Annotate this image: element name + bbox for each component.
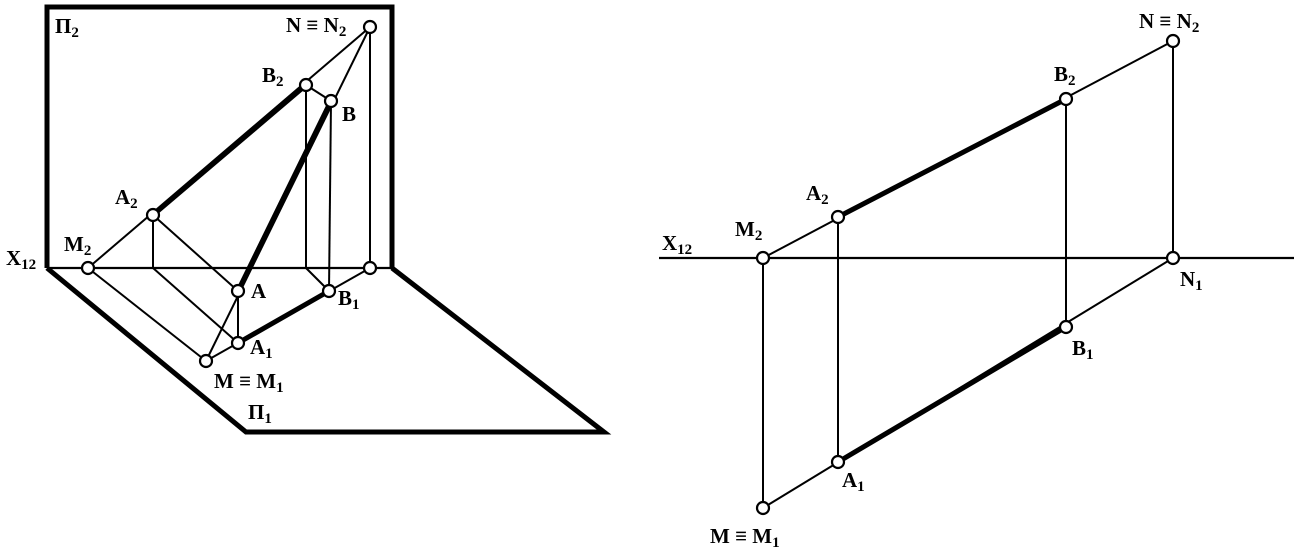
- point-b2-left: [298, 77, 314, 93]
- label-b2-right: B2: [1054, 62, 1076, 89]
- segment-ab-left: [151, 83, 334, 346]
- point-b1-left: [321, 283, 337, 299]
- plane-pi1-frame: [45, 266, 612, 435]
- segment-ab-right: [836, 96, 1068, 465]
- point-m-m1-left: [198, 353, 214, 369]
- construction-lines-left: [87, 26, 371, 362]
- label-a2-right: A2: [806, 181, 829, 208]
- point-n1-right: [1165, 250, 1181, 266]
- point-a-left: [230, 283, 246, 299]
- label-a1-left: A1: [250, 335, 273, 362]
- construction-lines-right: [762, 40, 1174, 509]
- label-b1-right: B1: [1072, 336, 1094, 363]
- point-m2-right: [755, 250, 771, 266]
- label-pi2: Π2: [55, 14, 79, 41]
- label-n1-right: N1: [1180, 267, 1203, 294]
- label-m-m1-right: M ≡ M1: [710, 524, 780, 551]
- point-m2-left: [80, 260, 96, 276]
- label-x12-left: X12: [6, 246, 36, 273]
- label-b1-left: B1: [338, 286, 360, 313]
- label-a-left: A: [251, 279, 267, 303]
- label-n-n2-left: N ≡ N2: [286, 13, 346, 40]
- point-a1-right: [830, 454, 846, 470]
- point-b2-right: [1058, 91, 1074, 107]
- point-n-n2-left: [362, 19, 378, 35]
- label-pi1: Π1: [248, 400, 272, 427]
- point-n-n2-right: [1165, 33, 1181, 49]
- label-a1-right: A1: [842, 468, 865, 495]
- point-b1-right: [1058, 319, 1074, 335]
- label-m2-right: M2: [735, 217, 762, 244]
- point-a2-left: [145, 207, 161, 223]
- label-a2-left: A2: [115, 185, 138, 212]
- spatial-model: Π2 N ≡ N2 B2 B A2 M2 X12 A B1 A1 M ≡ M1 …: [6, 4, 612, 435]
- label-b2-left: B2: [262, 63, 284, 90]
- point-n1-left: [362, 260, 378, 276]
- label-n-n2-right: N ≡ N2: [1139, 9, 1199, 36]
- label-x12-right: X12: [662, 231, 692, 258]
- point-b-left: [323, 93, 339, 109]
- label-m-m1-left: M ≡ M1: [214, 369, 284, 396]
- point-a1-left: [230, 335, 246, 351]
- label-m2-left: M2: [64, 232, 91, 259]
- point-a2-right: [830, 209, 846, 225]
- plane-pi2-frame: [44, 4, 395, 268]
- epure-drawing: N ≡ N2 B2 A2 M2 X12 N1 B1 A1 M ≡ M1: [659, 9, 1294, 551]
- label-b-left: B: [342, 102, 356, 126]
- point-m-m1-right: [755, 500, 771, 516]
